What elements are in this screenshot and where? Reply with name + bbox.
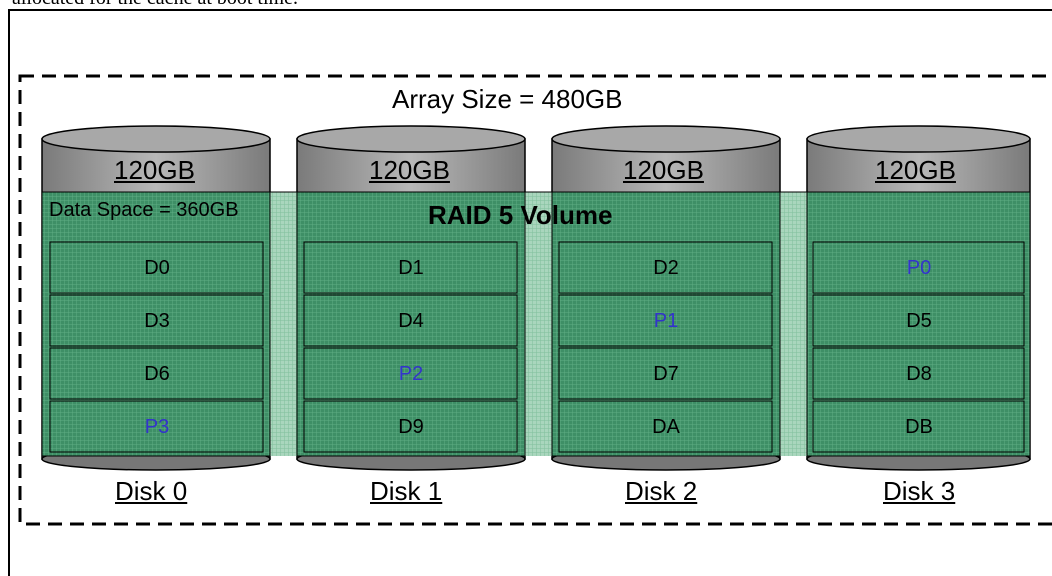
raid-volume-title: RAID 5 Volume <box>428 200 613 230</box>
block-cell <box>812 347 1025 400</box>
block-cell <box>49 241 264 294</box>
block-cell <box>303 294 518 347</box>
block-label: D8 <box>906 363 932 385</box>
block-grid <box>49 241 1025 453</box>
array-size-label: Array Size = 480GB <box>392 84 623 114</box>
block-cell <box>49 294 264 347</box>
block-label: D0 <box>144 257 170 279</box>
block-label-parity: P3 <box>144 416 170 438</box>
block-label: D3 <box>144 310 170 332</box>
block-label-parity: P2 <box>398 363 424 385</box>
disk-2-capacity: 120GB <box>623 155 704 185</box>
data-space-label: Data Space = 360GB <box>49 199 239 221</box>
outer-frame <box>8 9 1052 576</box>
block-cell <box>558 241 773 294</box>
disk-3-label: Disk 3 <box>883 476 956 506</box>
block-label: D7 <box>653 363 679 385</box>
disk-0-capacity: 120GB <box>114 155 195 185</box>
block-label: D6 <box>144 363 170 385</box>
caption-text: allocated for the cache at boot time. <box>12 0 298 10</box>
block-cell <box>49 347 264 400</box>
block-cell <box>812 294 1025 347</box>
disk-3-capacity: 120GB <box>875 155 956 185</box>
block-label: D2 <box>653 257 679 279</box>
disk-2-label: Disk 2 <box>625 476 698 506</box>
block-cell <box>558 347 773 400</box>
block-cell <box>558 400 773 453</box>
array-boundary <box>18 74 1052 526</box>
block-cell <box>49 400 264 453</box>
block-label-parity: P0 <box>906 257 932 279</box>
disk-1-label: Disk 1 <box>370 476 443 506</box>
block-cell <box>303 347 518 400</box>
disk-0-label: Disk 0 <box>115 476 188 506</box>
block-label: D9 <box>398 416 424 438</box>
block-label: D5 <box>906 310 932 332</box>
block-label: D1 <box>398 257 424 279</box>
block-label-parity: P1 <box>653 310 679 332</box>
block-label: DB <box>905 416 933 438</box>
block-cell <box>812 400 1025 453</box>
block-cell <box>303 241 518 294</box>
disk-1-capacity: 120GB <box>369 155 450 185</box>
block-cell <box>558 294 773 347</box>
block-cell <box>812 241 1025 294</box>
block-cell <box>303 400 518 453</box>
block-label: D4 <box>398 310 424 332</box>
block-label: DA <box>652 416 680 438</box>
